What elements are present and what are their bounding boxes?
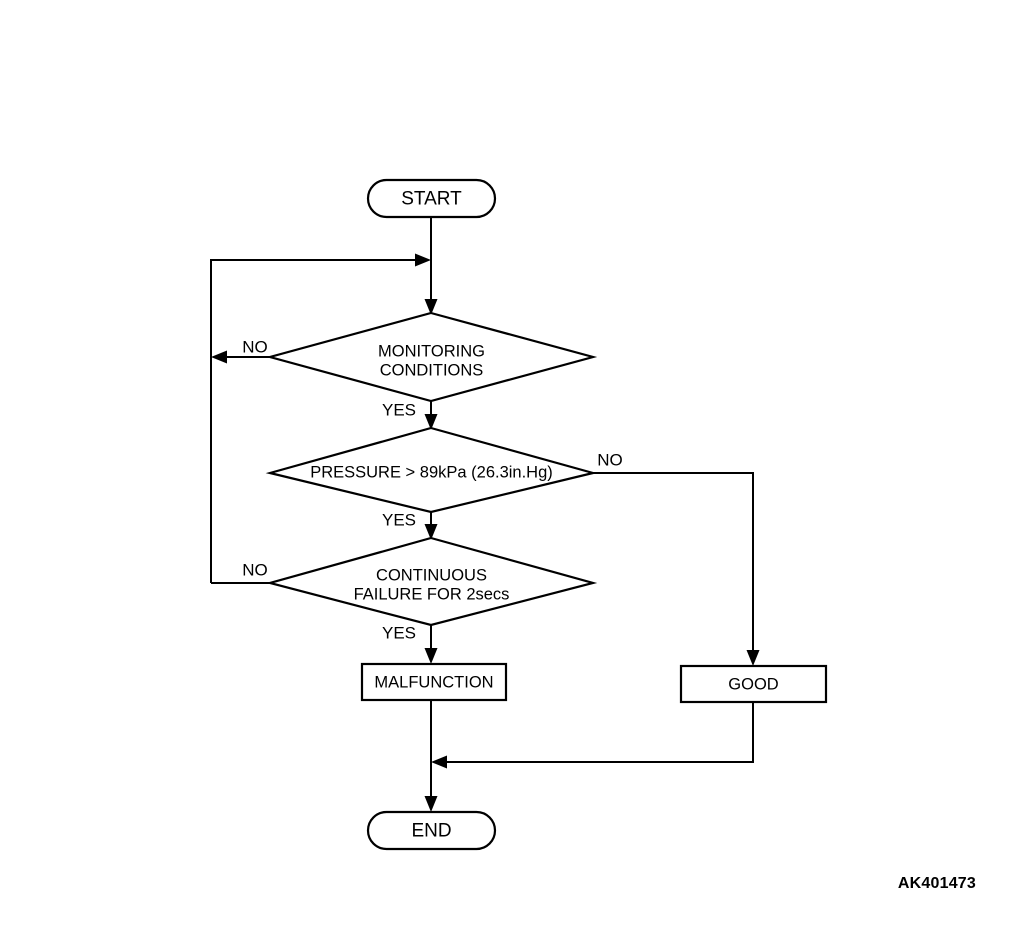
start-label: START xyxy=(401,189,462,210)
branch-label-pressure-yes: YES xyxy=(382,510,416,529)
branch-label-pressure-no: NO xyxy=(597,450,623,469)
node-start[interactable]: START xyxy=(366,178,497,219)
malfunction-label: MALFUNCTION xyxy=(374,673,493,691)
node-pressure-check[interactable]: PRESSURE > 89kPa (26.3in.Hg) xyxy=(265,426,598,514)
branch-label-continuous-yes: YES xyxy=(382,623,416,642)
arrowhead-feedback-loop xyxy=(415,253,431,267)
good-shape xyxy=(679,664,828,704)
start-shape xyxy=(366,178,497,219)
end-shape xyxy=(366,810,497,851)
good-label: GOOD xyxy=(728,675,779,693)
node-monitoring-conditions[interactable]: MONITORING CONDITIONS xyxy=(265,311,598,403)
branch-label-continuous-no: NO xyxy=(242,560,268,579)
node-malfunction[interactable]: MALFUNCTION xyxy=(360,662,508,702)
monitoring-label-line1: MONITORING xyxy=(378,342,485,360)
arrowhead-monitoring-yes xyxy=(424,414,438,430)
branch-label-monitoring-yes: YES xyxy=(382,400,416,419)
monitoring-shape xyxy=(265,311,598,403)
node-good[interactable]: GOOD xyxy=(679,664,828,704)
arrowhead-good-merge xyxy=(431,755,447,769)
continuous-shape xyxy=(265,536,598,627)
continuous-label-line2: FAILURE FOR 2secs xyxy=(354,585,510,603)
arrowhead-start-to-monitoring xyxy=(424,299,438,315)
pressure-shape xyxy=(265,426,598,514)
node-continuous-failure[interactable]: CONTINUOUS FAILURE FOR 2secs xyxy=(265,536,598,627)
malfunction-shape xyxy=(360,662,508,702)
arrowhead-pressure-yes xyxy=(424,524,438,540)
edge-feedback-loop xyxy=(210,259,422,583)
end-label: END xyxy=(411,821,451,842)
pressure-label: PRESSURE > 89kPa (26.3in.Hg) xyxy=(310,463,553,481)
arrowhead-pressure-no xyxy=(746,650,760,666)
figure-code-label: AK401473 xyxy=(898,875,976,892)
edge-pressure-no xyxy=(593,472,754,657)
node-end[interactable]: END xyxy=(366,810,497,851)
arrowhead-continuous-yes xyxy=(424,648,438,664)
branch-label-monitoring-no: NO xyxy=(242,337,268,356)
arrowhead-malfunction-to-end xyxy=(424,796,438,812)
edge-good-to-merge xyxy=(440,702,754,763)
arrowhead-monitoring-no xyxy=(211,350,227,364)
monitoring-label-line2: CONDITIONS xyxy=(380,361,484,379)
continuous-label-line1: CONTINUOUS xyxy=(376,566,487,584)
